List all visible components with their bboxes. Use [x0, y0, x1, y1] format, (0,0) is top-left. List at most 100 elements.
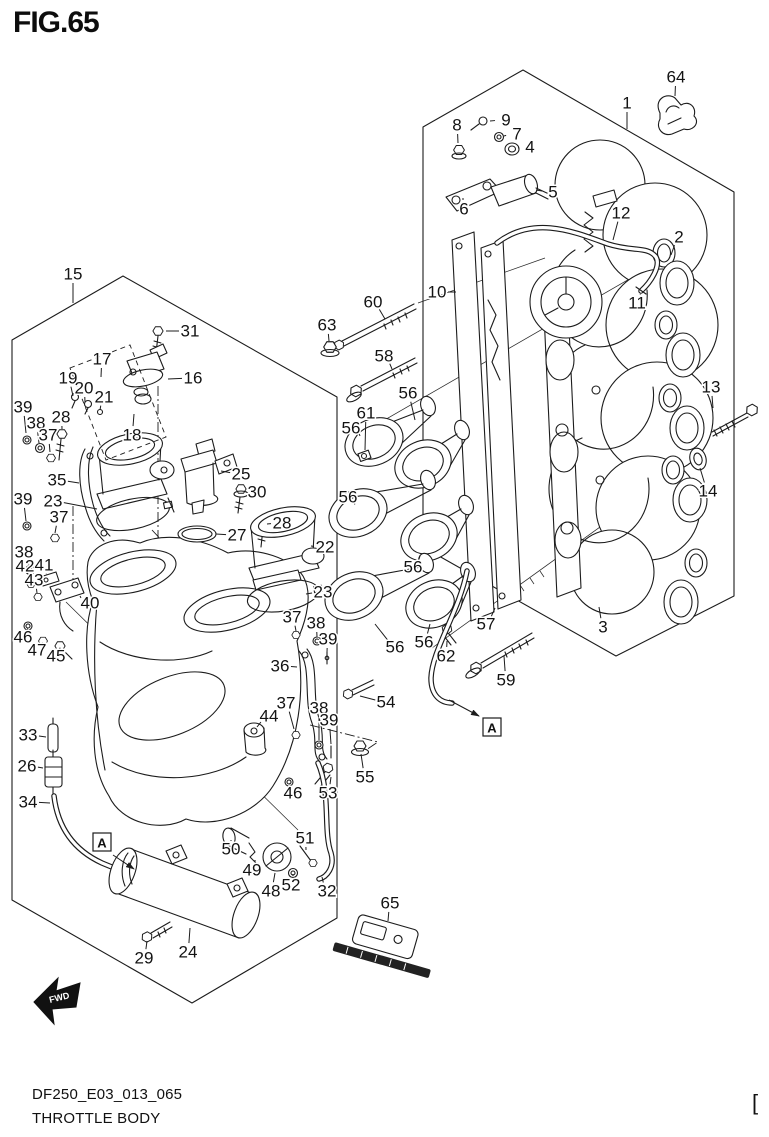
part-callout-60: 60: [364, 293, 383, 312]
leader-line: [418, 555, 421, 560]
part-callout-12: 12: [612, 204, 631, 223]
ref-box: A: [448, 699, 502, 737]
part-callout-34: 34: [19, 793, 38, 812]
leader-line: [58, 647, 61, 650]
part-callout-22: 22: [316, 538, 335, 557]
leader-line: [272, 872, 276, 883]
part-callout-58: 58: [375, 347, 394, 366]
ref-arrow: [112, 854, 135, 870]
part-callout-41: 41: [35, 556, 54, 575]
boundary-boxes: [11, 69, 735, 1004]
part-callout-64: 64: [667, 68, 686, 87]
part-callout-23: 23: [314, 583, 333, 602]
part-callout-38: 38: [15, 543, 34, 562]
resonator-drawing: [108, 844, 261, 945]
part-callout-56: 56: [404, 558, 423, 577]
leader-line: [670, 245, 676, 256]
ref-arrow: [448, 699, 480, 717]
part-callout-36: 36: [271, 657, 290, 676]
part-callout-47: 47: [28, 641, 47, 660]
leader-line: [503, 655, 506, 672]
part-callout-39: 39: [14, 398, 33, 417]
leader-line: [40, 642, 44, 645]
part-callout-43: 43: [25, 571, 44, 590]
part-callout-23: 23: [44, 492, 63, 511]
footer-part-name: THROTTLE BODY: [32, 1110, 161, 1127]
leader-line: [27, 560, 30, 567]
leader-line: [37, 431, 40, 444]
part-callout-8: 8: [452, 116, 461, 135]
leader-line: [358, 433, 361, 437]
leader-line: [67, 480, 80, 484]
emblem-sticker-drawing: [332, 914, 431, 978]
part-callout-4: 4: [525, 138, 534, 157]
leader-line: [215, 533, 227, 536]
part-callout-30: 30: [248, 483, 267, 502]
leader-line: [38, 801, 51, 804]
part-callout-20: 20: [75, 379, 94, 398]
fwd-label: FWD: [48, 990, 71, 1005]
cam-sensor-drawing: [69, 326, 168, 461]
leader-line: [294, 625, 297, 632]
solenoid-valve-drawing: [445, 173, 550, 212]
part-callout-31: 31: [181, 322, 200, 341]
ref-box-label: A: [97, 836, 107, 851]
leader-line: [598, 606, 602, 619]
part-callout-37: 37: [39, 426, 58, 445]
part-callout-63: 63: [318, 316, 337, 335]
breather-hose-drawing: [428, 568, 470, 706]
part-callout-37: 37: [277, 694, 296, 713]
leader-line: [426, 623, 431, 634]
leader-line: [503, 134, 507, 137]
part-callout-44: 44: [260, 707, 279, 726]
part-callout-15: 15: [64, 265, 83, 284]
part-callout-56: 56: [399, 384, 418, 403]
part-callout-39: 39: [320, 711, 339, 730]
part-callout-54: 54: [377, 693, 396, 712]
leader-line: [387, 911, 390, 922]
leader-line: [359, 695, 376, 701]
part-callout-11: 11: [628, 294, 646, 313]
figure-title: FIG.65: [13, 6, 100, 39]
leader-line: [23, 507, 27, 522]
part-callout-39: 39: [319, 630, 338, 649]
part-callout-37: 37: [283, 608, 302, 627]
part-callout-50: 50: [222, 840, 241, 859]
part-callout-29: 29: [135, 949, 154, 968]
leader-line: [410, 401, 416, 421]
footer-part-code: DF250_E03_013_065: [32, 1086, 183, 1103]
leader-line: [220, 470, 231, 474]
part-callout-28: 28: [273, 514, 292, 533]
part-callout-38: 38: [307, 614, 326, 633]
throttle-plate-gasket-drawing: [451, 231, 522, 622]
part-callout-49: 49: [243, 861, 262, 880]
leader-line: [48, 443, 51, 453]
part-callout-48: 48: [262, 882, 281, 901]
part-callout-5: 5: [548, 183, 557, 202]
vapor-hose-drawing: [494, 224, 660, 295]
leader-line: [699, 467, 705, 483]
iac-valve-drawing: [177, 438, 270, 548]
leader-line: [327, 333, 330, 342]
leader-line: [256, 721, 262, 728]
margin-bracket-glyph: [: [752, 1090, 759, 1115]
part-callout-61: 61: [357, 404, 376, 423]
part-callout-27: 27: [228, 526, 247, 545]
leader-line: [79, 595, 82, 599]
leader-line: [612, 221, 619, 241]
part-callout-38: 38: [310, 699, 329, 718]
part-callout-14: 14: [699, 482, 718, 501]
leader-line: [37, 766, 44, 769]
part-callout-56: 56: [386, 638, 405, 657]
leader-line: [23, 415, 27, 434]
part-callout-33: 33: [19, 726, 38, 745]
leader-line: [490, 607, 496, 617]
leader-line: [145, 940, 148, 950]
part-callout-18: 18: [123, 426, 142, 445]
leader-line: [374, 623, 389, 641]
leader-line: [35, 588, 38, 594]
funnel-clamp-drawing: [357, 449, 372, 463]
part-callout-9: 9: [501, 111, 510, 130]
